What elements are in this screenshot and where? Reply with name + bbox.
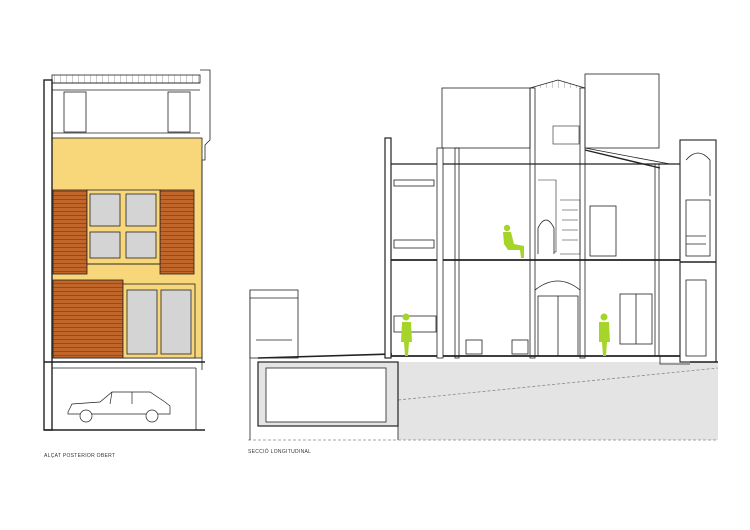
person-seated [503, 224, 524, 258]
caption-rear-elevation: ALÇAT POSTERIOR OBERT [44, 453, 116, 459]
ground-fill [398, 362, 718, 440]
shutter-lower [52, 279, 124, 359]
caption-longitudinal-section: SECCIÓ LONGITUDINAL [248, 449, 312, 455]
longitudinal-section [248, 73, 719, 441]
shutter-upper-right [159, 189, 195, 275]
street-facade [679, 139, 717, 363]
people-figures [401, 224, 610, 356]
rear-elevation [43, 69, 211, 431]
person-standing-right [599, 313, 610, 356]
person-standing-left [401, 313, 412, 356]
car-outline [67, 391, 171, 423]
staircase [538, 125, 581, 255]
roof-tiles [51, 74, 201, 84]
shutter-upper-left [52, 189, 88, 275]
